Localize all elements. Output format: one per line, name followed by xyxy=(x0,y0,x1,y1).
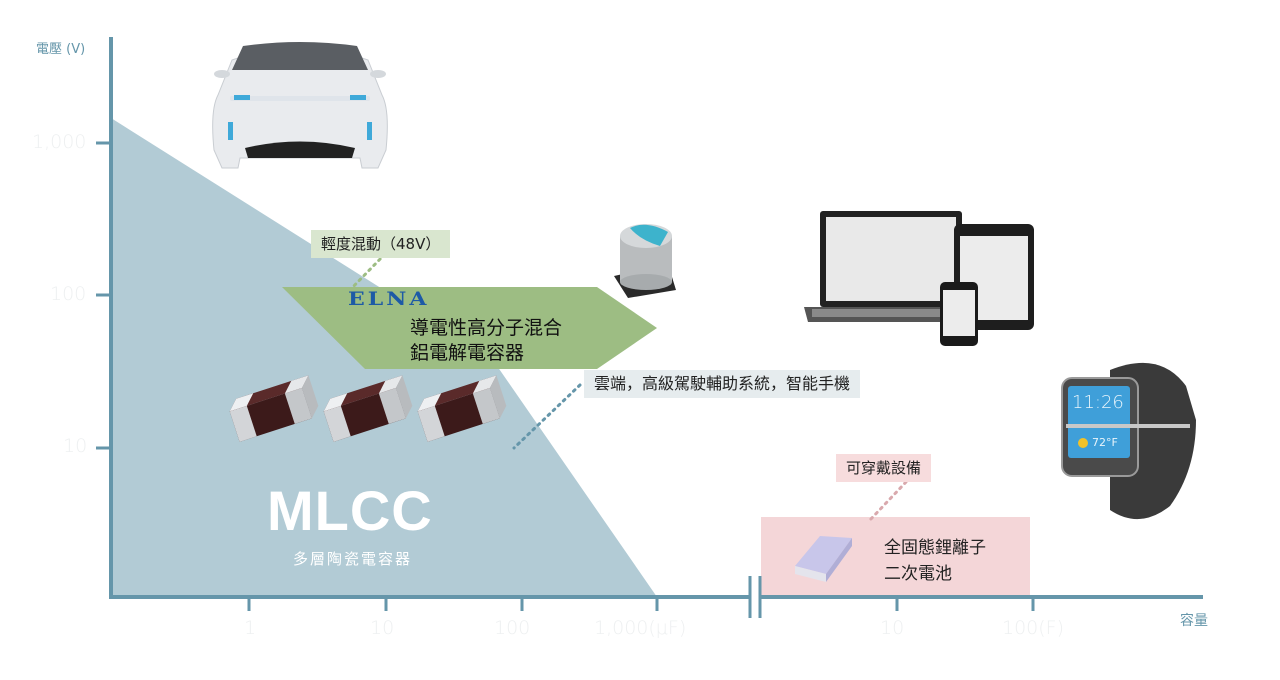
wearables-callout: 可穿戴設備 xyxy=(836,454,932,482)
x-tick-label-10: 10 xyxy=(370,617,395,639)
connector-mild-hybrid xyxy=(346,252,387,294)
battery-cell-icon xyxy=(795,536,852,582)
smartwatch-icon xyxy=(1061,362,1196,520)
mlcc-subtitle: 多層陶瓷電容器 xyxy=(293,550,413,568)
car-icon xyxy=(212,42,388,169)
smartwatch-time: 11:26 xyxy=(1072,392,1124,413)
applications-callout: 雲端，高級駕駛輔助系統，智能手機 xyxy=(584,370,861,398)
smartwatch-temp: 72°F xyxy=(1092,436,1118,449)
elna-logo: ELNA xyxy=(348,287,430,311)
y-tick-label-10: 10 xyxy=(63,435,88,457)
x-axis-title: 容量 xyxy=(1180,613,1208,629)
mild-hybrid-callout: 輕度混動（48V） xyxy=(311,230,451,258)
y-tick-label-1000: 1,000 xyxy=(32,131,87,153)
x-tick-label-10F: 10 xyxy=(880,617,905,639)
x-tick-label-100: 100 xyxy=(494,617,531,639)
mlcc-chip-icon xyxy=(229,375,507,442)
capacitor-icon xyxy=(614,224,676,298)
battery-label: 全固態鋰離子 二次電池 xyxy=(884,535,986,587)
hybrid-line-2: 鋁電解電容器 xyxy=(410,342,525,364)
hybrid-capacitor-label: 導電性高分子混合 鋁電解電容器 xyxy=(410,316,562,366)
battery-line-2: 二次電池 xyxy=(884,564,952,584)
x-tick-label-1000uF: 1,000(μF) xyxy=(594,617,687,639)
mlcc-title: MLCC xyxy=(267,479,433,542)
y-axis-title: 電壓 (V) xyxy=(36,42,86,57)
laptop-tablet-phone-icon xyxy=(804,211,1034,346)
x-tick-label-100F: 100(F) xyxy=(1002,617,1065,639)
x-tick-label-1: 1 xyxy=(244,617,257,639)
connector-applications xyxy=(512,383,582,450)
y-tick-label-100: 100 xyxy=(50,283,87,305)
battery-line-1: 全固態鋰離子 xyxy=(884,538,986,558)
hybrid-line-1: 導電性高分子混合 xyxy=(410,317,563,339)
connector-wearables xyxy=(868,480,908,522)
hybrid-capacitor-region xyxy=(282,287,657,369)
